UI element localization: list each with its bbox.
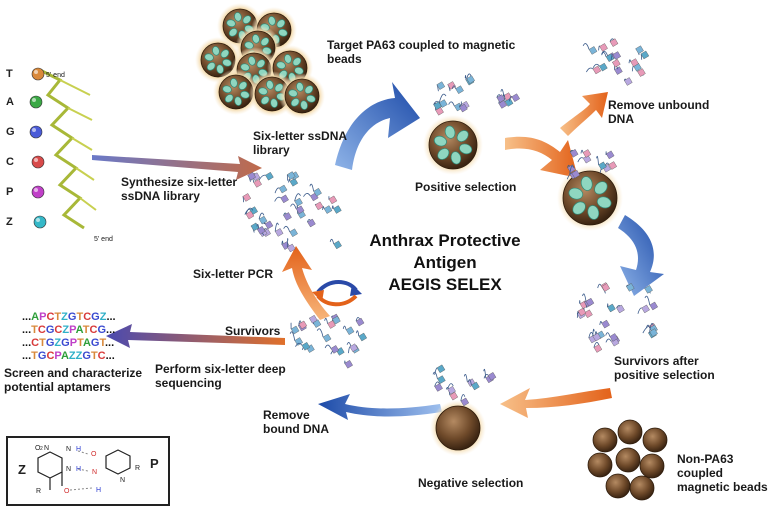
strand-letter-p: P [6,186,14,198]
sequence-line: ...TCGCZPATCG... [22,324,115,337]
legend-p: P [150,456,159,471]
sequence-ellipsis: ... [22,324,32,336]
label-synthesize: Synthesize six-letter ssDNA library [121,175,238,203]
svg-text:N: N [44,445,49,452]
library-to-positive-arrow [335,82,420,170]
nucleotide-z [33,215,47,229]
non-pa63-beads [587,419,668,501]
strand-5-end-bottom: 5' end [94,236,113,243]
svg-text:N: N [120,477,125,484]
target-bead-cluster [195,3,325,119]
sequence-text: APCTZGTCGZ [31,311,107,323]
strand-letter-g: G [6,126,15,138]
magnetic-beads [423,115,623,456]
label-survivors: Survivors [225,324,281,338]
label-survivors-after: Survivors after positive selection [614,354,715,382]
label-remove-bound: Remove bound DNA [263,408,329,436]
sequence-line: ...APCTZGTCGZ... [22,311,116,324]
svg-text:N: N [92,469,97,476]
label-library: Six-letter ssDNA library [253,129,347,157]
label-negative: Negative selection [418,476,524,490]
sequence-text: TCGCZPATCG [31,324,107,336]
sequence-ellipsis: ... [106,324,116,336]
to-negative-arrow [500,388,612,418]
remove-bound-arrow [318,394,442,420]
svg-text:H: H [96,487,101,494]
center-title: Anthrax Protective Antigen AEGIS SELEX [360,230,530,296]
title-line-3: AEGIS SELEX [388,275,502,294]
svg-text:O: O [64,488,70,495]
sequence-ellipsis: ... [22,311,32,323]
svg-text:O: O [91,451,97,458]
svg-text:N: N [66,466,71,473]
title-line-1: Anthrax Protective [369,231,521,250]
label-positive: Positive selection [415,180,517,194]
nucleotide-g [29,125,43,139]
label-target: Target PA63 coupled to magnetic beads [327,38,516,66]
label-screen: Screen and characterize potential aptame… [4,366,143,394]
survivors-to-pcr-arrow [282,246,330,320]
nucleotide-a [29,95,43,109]
label-remove-unbound: Remove unbound DNA [608,98,710,126]
sequence-line: ...CTGZGPTAGT... [22,337,114,350]
structure-legend: O 2 N N H N H R O O N H R N Z P [6,436,170,506]
sequence-line: ...TGCPAZZGTC... [22,350,115,363]
sequence-text: CTGZGPTAGT [31,337,105,349]
dna-fragments [242,38,659,407]
strand-letter-c: C [6,156,14,168]
sequence-ellipsis: ... [104,337,115,349]
title-line-2: Antigen [413,253,477,272]
nucleotide-p [31,185,45,199]
legend-z: Z [18,462,26,477]
remove-unbound-arrow [560,92,608,136]
sequence-text: TGCPAZZGTC [31,350,106,362]
strand-5-end-top: 5' end [46,72,65,79]
pcr-cycle-arrows [312,280,362,307]
synthesize-arrow [92,155,262,180]
to-survivors-arrow [618,215,664,296]
sequencing-arrow [106,324,285,348]
svg-text:H: H [76,446,81,453]
positive-to-washed-arrow [505,136,578,178]
svg-text:R: R [135,465,140,472]
sequence-ellipsis: ... [22,350,32,362]
label-sequencing: Perform six-letter deep sequencing [155,362,286,390]
nucleotide-t [31,67,45,81]
sequence-ellipsis: ... [106,311,116,323]
label-pcr: Six-letter PCR [193,267,274,281]
strand-letter-t: T [6,68,13,80]
strand-letter-z: Z [6,216,13,228]
sequence-ellipsis: ... [105,350,115,362]
label-non-pa63: Non-PA63 coupled magnetic beads [677,452,768,494]
svg-text:O: O [35,445,41,452]
z-p-structure-icon: O 2 N N H N H R O O N H R N [35,445,140,495]
six-letter-strand [29,67,97,230]
svg-text:2: 2 [40,446,43,452]
strand-letter-a: A [6,96,14,108]
sequence-ellipsis: ... [22,337,32,349]
svg-text:N: N [66,446,71,453]
nucleotide-c [31,155,45,169]
svg-text:R: R [36,488,41,495]
